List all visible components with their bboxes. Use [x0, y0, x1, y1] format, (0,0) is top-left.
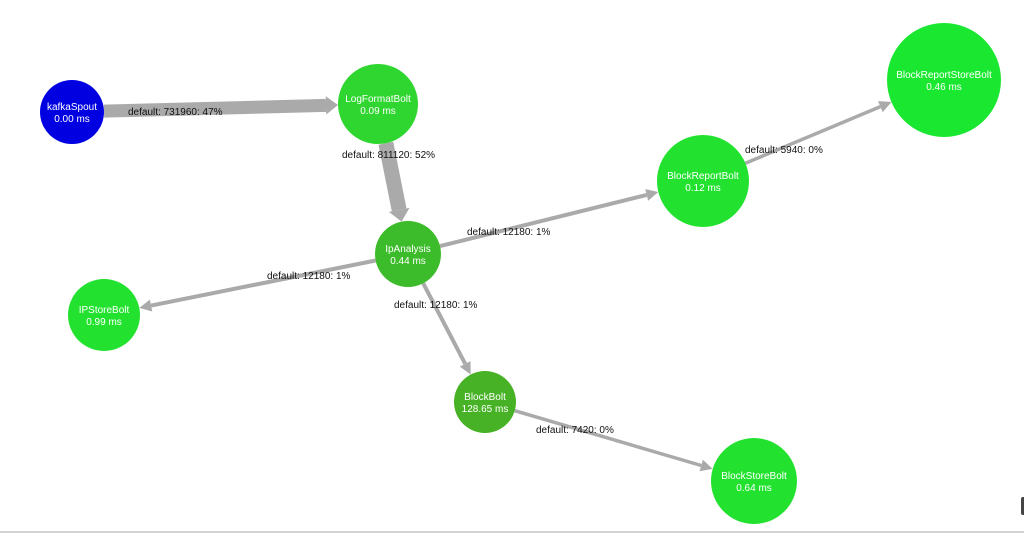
node-circle[interactable] [887, 23, 1001, 137]
bottom-divider [0, 531, 1024, 533]
scroll-edge-tick [1021, 497, 1024, 515]
edge-label: default: 12180: 1% [394, 300, 478, 311]
arrow-head-LogFormatBolt [325, 96, 339, 115]
arrow-head-IPStoreBolt [139, 299, 153, 312]
edge-label-layer: default: 731960: 47% default: 811120: 52%… [128, 107, 823, 436]
node-name: BlockReportStoreBolt [896, 70, 992, 81]
node-circle[interactable] [657, 135, 749, 227]
node-latency: 0.46 ms [926, 82, 962, 93]
node-name: IpAnalysis [385, 244, 431, 255]
node-latency: 0.44 ms [390, 256, 426, 267]
node-name: BlockBolt [464, 392, 506, 403]
node-latency: 0.99 ms [86, 317, 122, 328]
node-circle[interactable] [711, 438, 797, 524]
node-name: BlockReportBolt [667, 171, 739, 182]
node-circle[interactable] [375, 221, 441, 287]
edge-label: default: 731960: 47% [128, 107, 223, 118]
edge-label: default: 7420: 0% [536, 425, 614, 436]
arrow-head-BlockBolt [459, 361, 471, 375]
node-circle[interactable] [338, 64, 418, 144]
edge-IpAnalysis-to-BlockBolt [421, 282, 467, 365]
arrow-head-BlockStoreBolt [699, 459, 713, 472]
edge-label: default: 5940: 0% [745, 145, 823, 156]
edge-IpAnalysis-to-BlockReportBolt [439, 192, 648, 249]
edge-kafkaSpout-to-LogFormatBolt [103, 98, 327, 118]
node-name: kafkaSpout [47, 102, 97, 113]
node-latency: 0.12 ms [685, 183, 721, 194]
arrow-head-IpAnalysis [388, 207, 410, 222]
node-name: IPStoreBolt [79, 305, 130, 316]
edge-label: default: 12180: 1% [467, 227, 551, 238]
edge-BlockBolt-to-BlockStoreBolt [514, 409, 702, 468]
node-circle[interactable] [68, 279, 140, 351]
node-circle[interactable] [40, 80, 104, 144]
edge-BlockReportBolt-to-BlockReportStoreBolt [744, 105, 882, 165]
node-circle[interactable] [454, 371, 516, 433]
edge-LogFormatBolt-to-IpAnalysis [378, 141, 407, 212]
arrow-head-BlockReportBolt [645, 189, 659, 201]
node-latency: 0.00 ms [54, 114, 90, 125]
edge-IpAnalysis-to-IPStoreBolt [150, 258, 377, 308]
edge-layer [103, 96, 892, 472]
arrow-head-BlockReportStoreBolt [878, 101, 892, 113]
node-name: LogFormatBolt [345, 94, 411, 105]
node-name: BlockStoreBolt [721, 471, 787, 482]
node-latency: 0.64 ms [736, 483, 772, 494]
node-latency: 0.09 ms [360, 106, 396, 117]
edge-label: default: 12180: 1% [267, 271, 351, 282]
edge-label: default: 811120: 52% [342, 150, 435, 161]
node-latency: 128.65 ms [462, 404, 509, 415]
